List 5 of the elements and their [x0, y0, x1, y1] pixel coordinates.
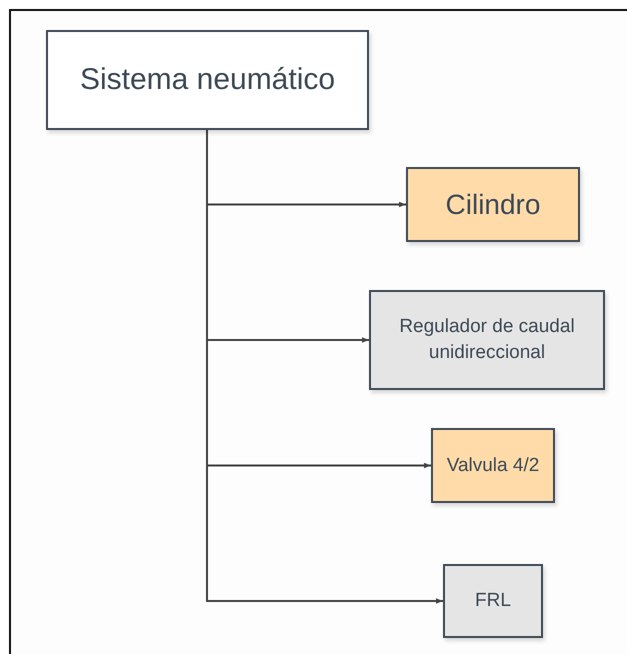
component-box: Valvula 4/2 — [431, 428, 555, 503]
component-box: Cilindro — [406, 167, 580, 242]
component-box: Regulador de caudal unidireccional — [369, 290, 605, 390]
component-box: FRL — [443, 564, 543, 638]
root-box: Sistema neumático — [46, 30, 369, 130]
